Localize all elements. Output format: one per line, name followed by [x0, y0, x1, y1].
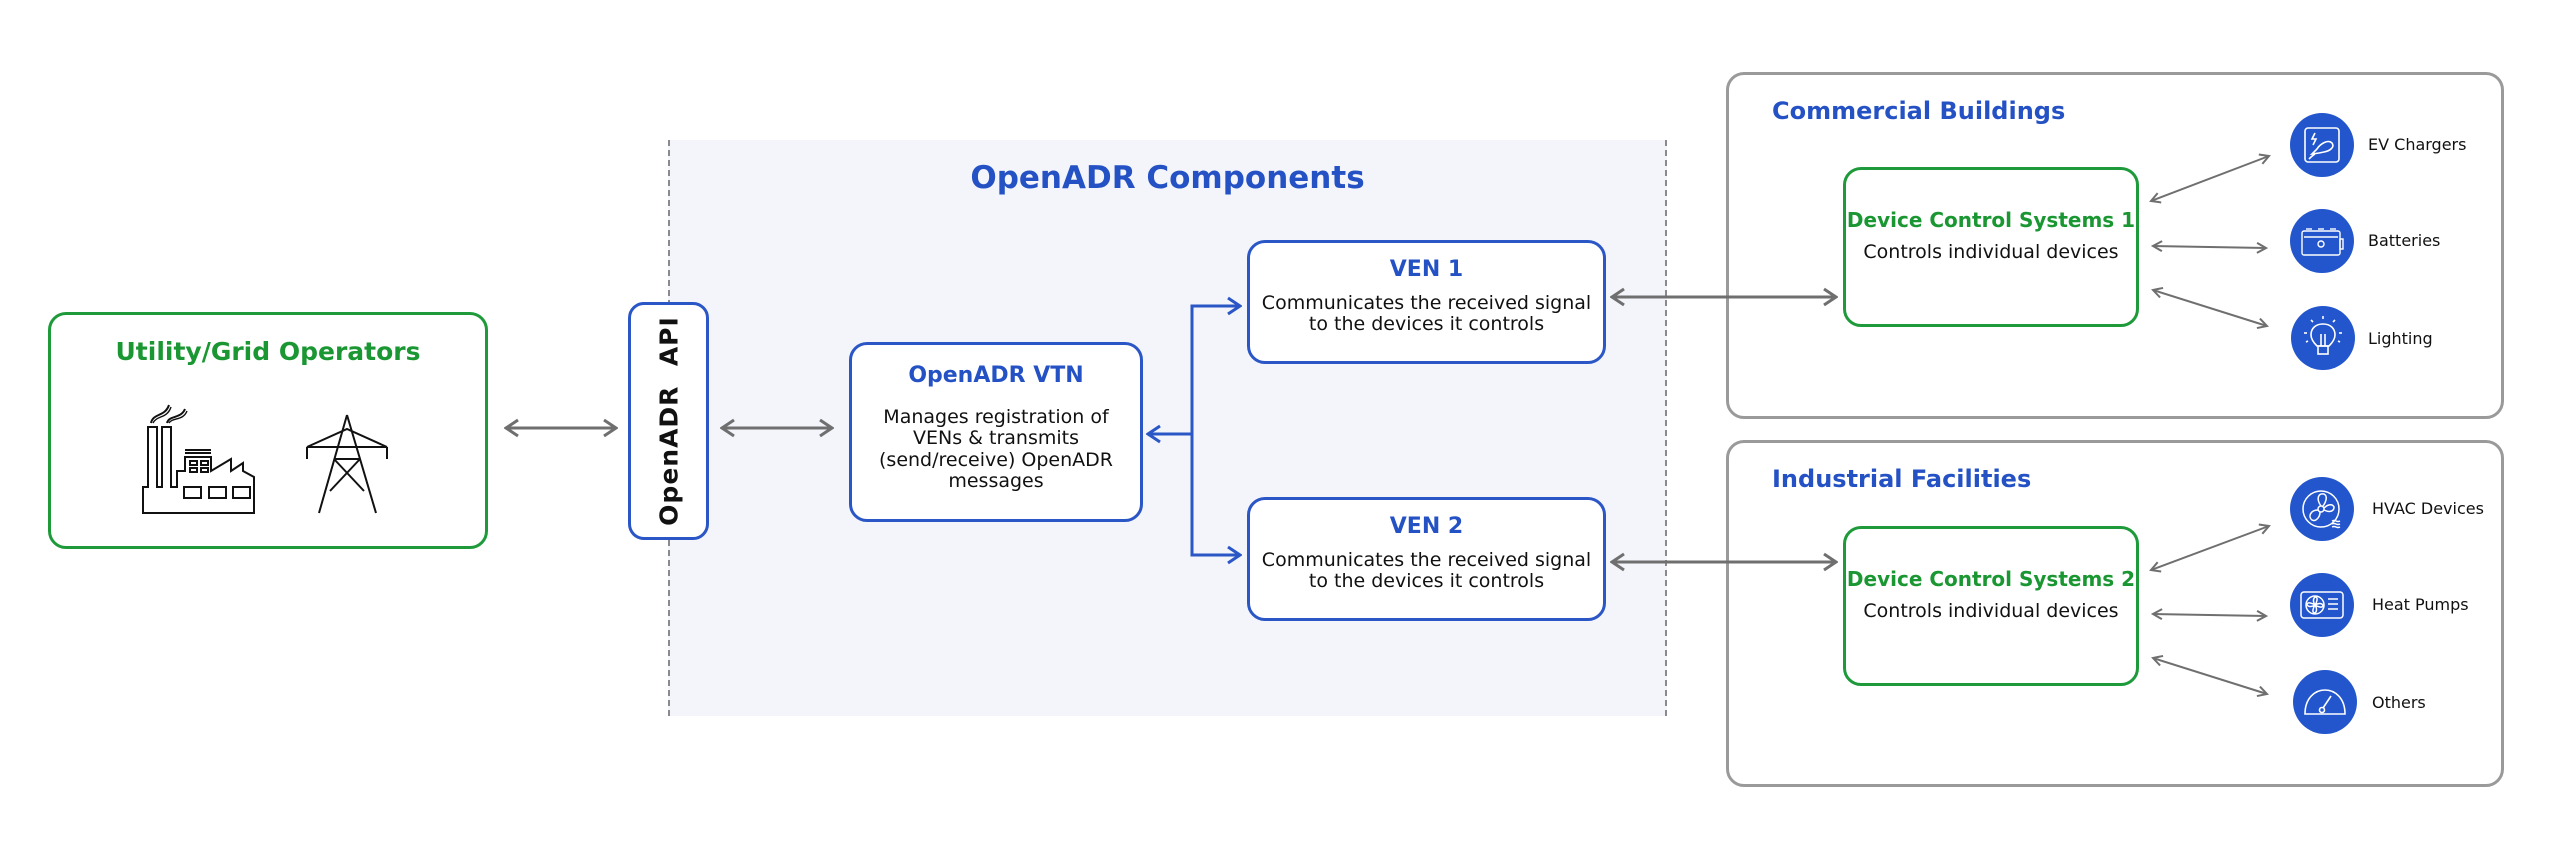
device-label: EV Chargers: [2368, 135, 2467, 154]
utility-title: Utility/Grid Operators: [115, 337, 421, 366]
transmission-tower-icon: [306, 414, 388, 514]
device-control-systems-2-box: Device Control Systems 2 Controls indivi…: [1843, 526, 2139, 686]
device-label: Heat Pumps: [2372, 595, 2469, 614]
dcs-title: Device Control Systems 1: [1846, 208, 2136, 232]
factory-icon: [142, 404, 255, 514]
openadr-api-box: OpenADR API: [628, 302, 709, 540]
ven-description: Communicates the received signal to the …: [1261, 292, 1592, 336]
dcs-description: Controls individual devices: [1863, 241, 2119, 263]
device-label: HVAC Devices: [2372, 499, 2484, 518]
dcs-title: Device Control Systems 2: [1846, 567, 2136, 591]
openadr-components-title: OpenADR Components: [970, 160, 1365, 196]
device-label: Batteries: [2368, 231, 2441, 250]
group-title: Commercial Buildings: [1772, 97, 2066, 125]
openadr-vtn-box: OpenADR VTN Manages registration of VENs…: [849, 342, 1143, 522]
ven-title: VEN 1: [1389, 257, 1464, 282]
device-label: Others: [2372, 693, 2426, 712]
group-title: Industrial Facilities: [1772, 465, 2032, 493]
gauge-icon: [2293, 670, 2357, 734]
heat-pump-icon: [2290, 573, 2354, 637]
hvac-fan-icon: [2290, 477, 2354, 541]
vtn-title: OpenADR VTN: [908, 363, 1084, 388]
device-control-systems-1-box: Device Control Systems 1 Controls indivi…: [1843, 167, 2139, 327]
light-bulb-icon: [2291, 306, 2355, 370]
ven-2-box: VEN 2 Communicates the received signal t…: [1247, 497, 1606, 621]
utility-grid-operators-box: Utility/Grid Operators: [48, 312, 488, 549]
ev-charger-icon: [2290, 113, 2354, 177]
ven-1-box: VEN 1 Communicates the received signal t…: [1247, 240, 1606, 364]
device-label: Lighting: [2368, 329, 2433, 348]
dcs-description: Controls individual devices: [1863, 600, 2119, 622]
ven-description: Communicates the received signal to the …: [1261, 549, 1592, 593]
openadr-api-label: OpenADR API: [654, 316, 683, 526]
battery-icon: [2290, 209, 2354, 273]
openadr-components-panel: [668, 140, 1667, 716]
vtn-description: Manages registration of VENs & transmits…: [879, 406, 1113, 492]
ven-title: VEN 2: [1389, 514, 1464, 539]
